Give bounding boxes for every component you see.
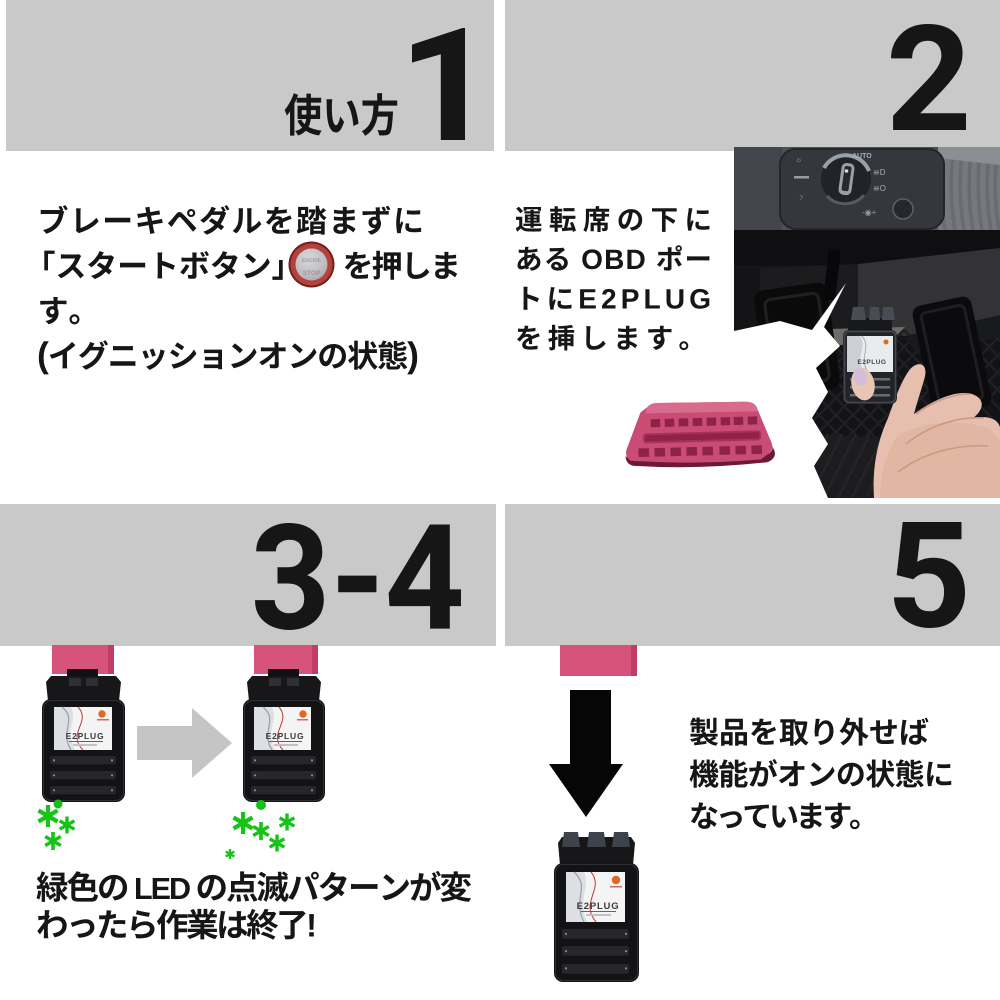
svg-text:-◉+: -◉+ bbox=[862, 208, 877, 217]
svg-text:E2PLUG: E2PLUG bbox=[66, 731, 105, 741]
svg-text:☽: ☽ bbox=[797, 194, 803, 202]
svg-text:ENGINE: ENGINE bbox=[302, 258, 322, 264]
svg-text:E2PLUG: E2PLUG bbox=[577, 901, 620, 912]
svg-text:E2PLUG: E2PLUG bbox=[266, 731, 305, 741]
svg-text:≌D: ≌D bbox=[873, 168, 886, 177]
svg-text:AUTO: AUTO bbox=[852, 153, 872, 160]
svg-text:≌O: ≌O bbox=[873, 184, 886, 193]
svg-text:☼: ☼ bbox=[795, 155, 802, 164]
svg-text:E2PLUG: E2PLUG bbox=[857, 359, 886, 366]
svg-text:STOP: STOP bbox=[303, 270, 321, 277]
